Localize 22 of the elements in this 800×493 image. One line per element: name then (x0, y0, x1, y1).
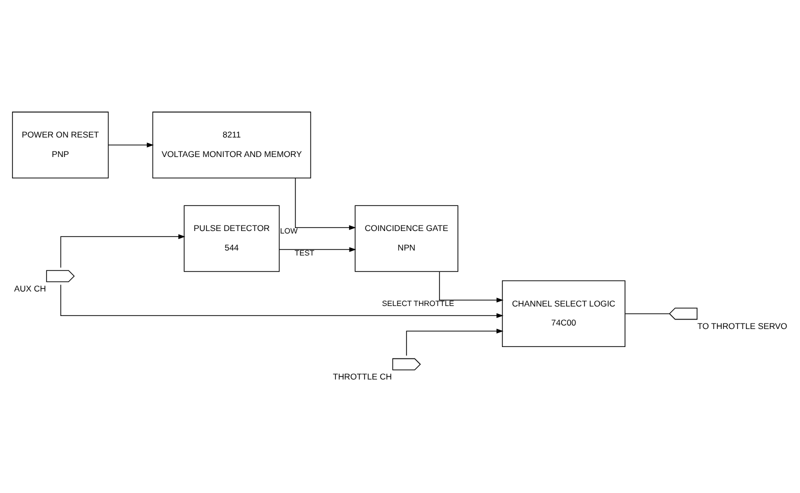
arrow (108, 142, 154, 147)
node-connector (392, 358, 421, 370)
node-connector (668, 307, 698, 320)
edge-label: SELECT THROTTLE (382, 298, 454, 308)
node-label: AUX CH (14, 282, 46, 293)
arrow (278, 246, 356, 252)
node-connector (46, 270, 75, 282)
edge-label: LOW (280, 226, 298, 236)
arrow (60, 234, 186, 268)
arrow (294, 177, 356, 230)
node-label: THROTTLE CH (332, 370, 392, 381)
arrow (439, 270, 504, 302)
node-box: POWER ON RESET PNP (12, 111, 109, 178)
arrow (60, 284, 504, 318)
node-label: TO THROTTLE SERVO (697, 320, 788, 330)
connector (624, 312, 670, 314)
edge-label: TEST (294, 248, 314, 258)
arrow (406, 328, 504, 356)
node-box: COINCIDENCE GATE NPN (354, 204, 458, 272)
node-box: 8211 VOLTAGE MONITOR AND MEMORY (152, 111, 312, 178)
node-box: CHANNEL SELECT LOGIC 74C00 (502, 280, 626, 347)
node-box: PULSE DETECTOR 544 (184, 204, 280, 272)
